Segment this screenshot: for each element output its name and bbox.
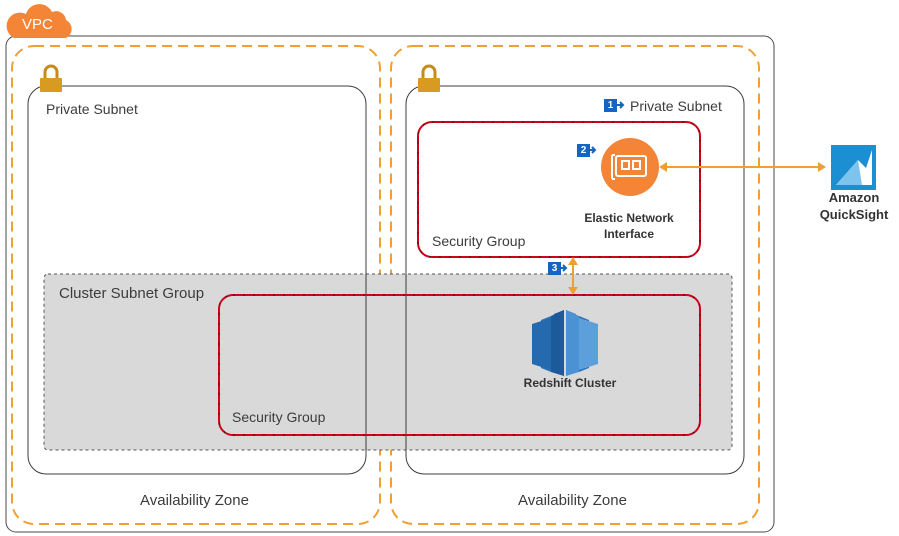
lock-icon bbox=[418, 64, 440, 92]
redshift-cluster-label: Redshift Cluster bbox=[523, 376, 617, 390]
private-subnet-left-label: Private Subnet bbox=[46, 101, 138, 117]
eni-quicksight-connector bbox=[659, 162, 826, 172]
eni-redshift-connector bbox=[568, 257, 578, 295]
step-badge-arrows bbox=[560, 101, 625, 272]
eni-label: Elastic Network Interface bbox=[568, 210, 690, 242]
availability-zone-right-label: Availability Zone bbox=[518, 492, 627, 509]
availability-zone-left-label: Availability Zone bbox=[140, 492, 249, 509]
vpc-boundary bbox=[5, 35, 775, 533]
security-group-redshift-dashes bbox=[218, 294, 701, 436]
step-1-badge: 1 bbox=[604, 99, 617, 112]
security-group-redshift-label: Security Group bbox=[232, 409, 326, 425]
redshift-icon bbox=[532, 310, 598, 376]
private-subnet-right-label: Private Subnet bbox=[630, 98, 722, 114]
eni-label-line2: Interface bbox=[603, 227, 655, 241]
private-subnet-left bbox=[27, 85, 367, 475]
step-2-badge: 2 bbox=[577, 144, 590, 157]
quicksight-icon bbox=[831, 145, 876, 190]
vpc-label: VPC bbox=[22, 16, 53, 33]
private-subnet-right bbox=[405, 85, 745, 475]
eni-label-line1: Elastic Network bbox=[584, 211, 674, 225]
quicksight-label-line1: Amazon bbox=[828, 190, 880, 205]
cloud-icon bbox=[6, 4, 72, 39]
security-group-eni-label: Security Group bbox=[432, 233, 526, 249]
quicksight-label: Amazon QuickSight bbox=[807, 189, 899, 223]
availability-zone-left bbox=[11, 45, 381, 525]
step-3-badge: 3 bbox=[548, 262, 561, 275]
availability-zone-right bbox=[390, 45, 760, 525]
quicksight-label-line2: QuickSight bbox=[819, 207, 889, 222]
security-group-eni-dashes bbox=[417, 121, 701, 258]
elastic-network-interface-icon bbox=[601, 138, 659, 196]
lock-icon bbox=[40, 64, 62, 92]
cluster-subnet-group-label: Cluster Subnet Group bbox=[59, 285, 205, 302]
